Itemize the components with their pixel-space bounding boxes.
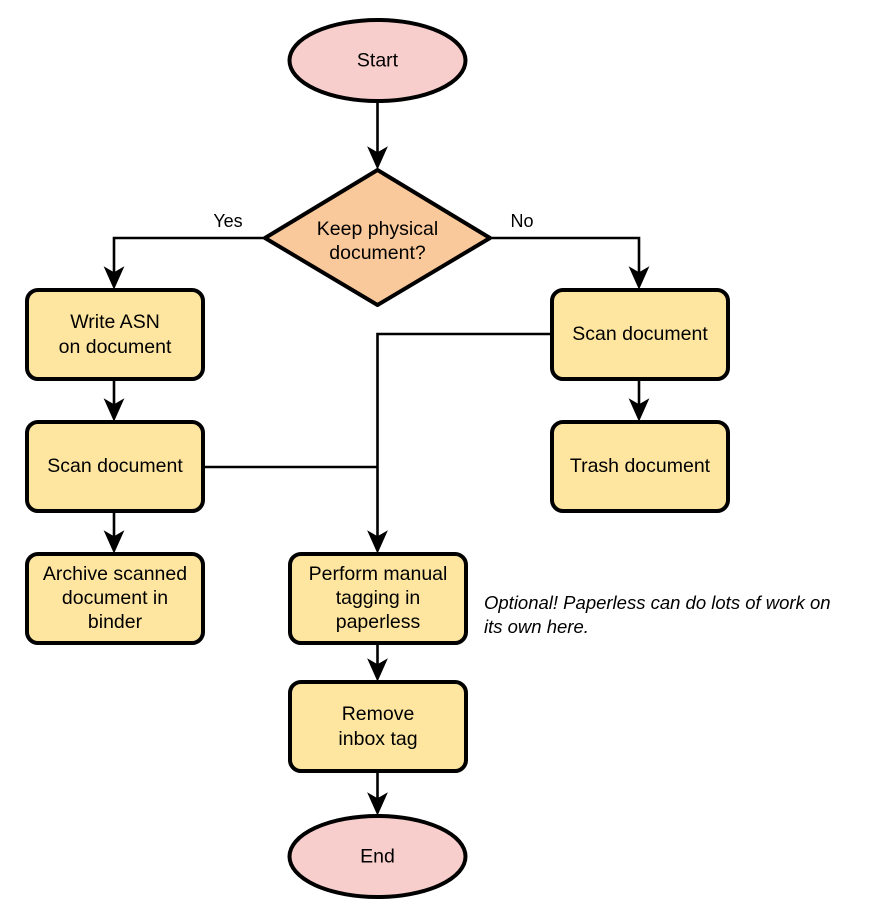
node-scan-document-left[interactable]: Scan document [25,420,205,513]
node-trash-document[interactable]: Trash document [550,420,730,513]
node-decision-keep-physical-document[interactable]: Keep physical document? [263,168,492,307]
decision-diamond-shape [263,168,492,307]
scan-document-right-rect-shape [550,288,730,381]
remove-inbox-label-line2: inbox tag [338,728,417,750]
edge-label-yes: Yes [213,211,242,231]
end-ellipse-shape [287,814,468,899]
write-asn-rect-shape [25,288,205,381]
optional-note-line1: Optional! Paperless can do lots of work … [484,592,831,613]
remove-inbox-rect-shape [288,680,468,773]
archive-label-line3: binder [88,611,143,633]
node-archive-scanned-document[interactable]: Archive scanned document in binder [25,552,205,645]
edge-decision-yes-to-write-asn [103,236,265,290]
decision-label-line2: document? [329,242,426,264]
node-start[interactable]: Start [287,18,468,103]
archive-label-line2: document in [62,587,168,609]
node-perform-manual-tagging[interactable]: Perform manual tagging in paperless [288,552,468,645]
start-ellipse-shape [287,18,468,103]
edge-label-no: No [510,211,533,231]
tagging-label-line3: paperless [336,611,421,633]
edge-scan-right-to-tagging [367,332,552,554]
write-asn-label-line1: Write ASN [70,311,160,333]
tagging-label-line1: Perform manual [309,563,448,585]
node-write-asn-on-document[interactable]: Write ASN on document [25,288,205,381]
tagging-rect-shape [288,552,468,645]
start-label: Start [357,50,399,72]
node-end[interactable]: End [287,814,468,899]
node-remove-inbox-tag[interactable]: Remove inbox tag [288,680,468,773]
write-asn-label-line2: on document [59,336,172,358]
remove-inbox-label-line1: Remove [342,703,415,725]
tagging-label-line2: tagging in [336,587,421,609]
node-scan-document-right[interactable]: Scan document [550,288,730,381]
archive-rect-shape [25,552,205,645]
optional-note-line2: its own here. [484,616,589,637]
edge-decision-no-to-scan-right [490,236,650,290]
scan-document-right-label: Scan document [572,323,708,345]
trash-document-rect-shape [550,420,730,513]
optional-note: Optional! Paperless can do lots of work … [484,592,831,637]
archive-label-line1: Archive scanned [43,563,187,585]
end-label: End [360,846,395,868]
decision-label-line1: Keep physical [317,218,438,240]
trash-document-label: Trash document [570,455,711,477]
scan-document-left-rect-shape [25,420,205,513]
scan-document-left-label: Scan document [47,455,183,477]
